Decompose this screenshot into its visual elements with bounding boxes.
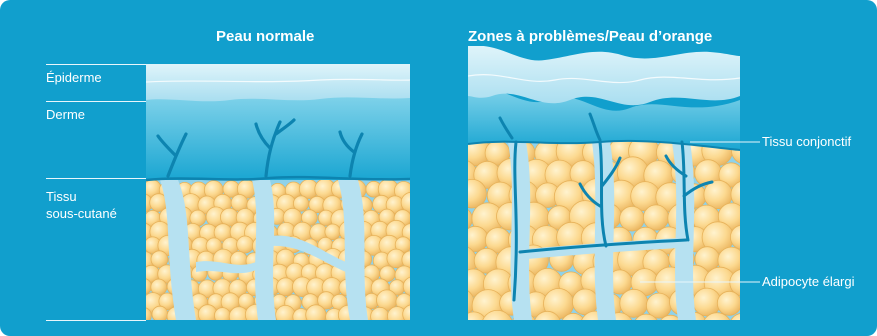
fat-cell	[237, 236, 254, 253]
fat-cell	[136, 279, 152, 295]
fat-cell	[306, 305, 326, 325]
fat-cell	[276, 305, 296, 325]
fat-cell	[643, 205, 668, 230]
fat-cell	[729, 313, 756, 336]
fat-cell	[403, 305, 422, 324]
fat-cell	[214, 308, 230, 324]
epidermis-label: Épiderme	[46, 69, 102, 86]
fat-cell	[633, 314, 659, 336]
fat-cell	[561, 313, 586, 336]
fat-cell	[152, 306, 168, 322]
normal-skin-title: Peau normale	[216, 28, 314, 45]
hypodermis-label-line2: sous-cutané	[46, 205, 117, 222]
fat-cell	[693, 288, 721, 316]
fat-cell	[403, 277, 422, 296]
layer-divider-top	[46, 64, 146, 65]
normal-skin-panel	[134, 64, 423, 327]
dermis-label: Derme	[46, 106, 85, 123]
cellulite-skin-panel	[445, 46, 759, 336]
layer-divider-epidermis	[46, 101, 146, 102]
fat-cell	[534, 311, 561, 336]
layer-divider-bottom	[46, 320, 146, 321]
layer-divider-dermis	[46, 178, 146, 179]
fat-cell	[135, 308, 151, 324]
fat-cell	[730, 225, 754, 249]
fat-cell	[620, 206, 645, 231]
cellulite-title: Zones à problèmes/Peau d’orange	[468, 28, 712, 45]
fat-cell	[717, 291, 741, 315]
fat-cell	[460, 312, 487, 336]
fat-cell	[277, 278, 295, 296]
hypodermis-label-line1: Tissu	[46, 188, 77, 205]
fat-cell	[448, 207, 472, 231]
enlarged-adipocyte-label: Adipocyte élargi	[762, 274, 855, 289]
epidermis-layer-left	[146, 64, 410, 101]
connective-tissue-label: Tissu conjonctif	[762, 134, 851, 149]
fat-cell	[463, 226, 488, 251]
fat-cell	[371, 307, 389, 325]
